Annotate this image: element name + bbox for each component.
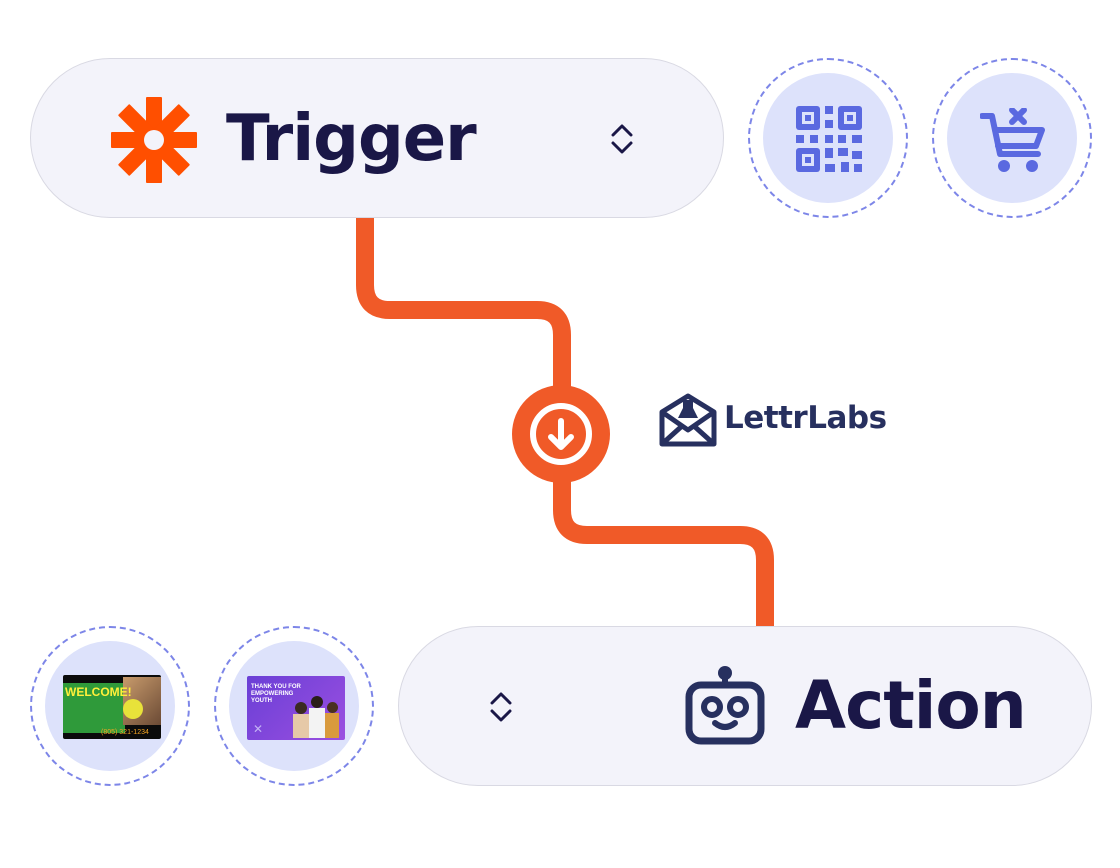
action-label: Action xyxy=(795,669,1026,743)
postcard-badge xyxy=(123,699,143,719)
brand-name: LettrLabs xyxy=(724,400,887,436)
postcard-x-mark: ✕ xyxy=(253,722,263,736)
qr-code-icon xyxy=(796,106,862,172)
trigger-selector[interactable]: Trigger xyxy=(30,58,724,218)
chevron-up-down-icon[interactable] xyxy=(487,687,515,727)
cart-remove-option[interactable] xyxy=(932,58,1092,218)
welcome-postcard-option[interactable]: WELCOME! (805) 321-1234 xyxy=(30,626,190,786)
thank-you-postcard-thumbnail: THANK YOU FOR EMPOWERING YOUTH ✕ xyxy=(247,676,345,740)
qr-code-option[interactable] xyxy=(748,58,908,218)
asterisk-icon xyxy=(111,97,197,183)
robot-icon xyxy=(685,665,765,745)
postcard-people xyxy=(291,694,341,738)
cart-remove-icon xyxy=(980,108,1050,174)
welcome-postcard-thumbnail: WELCOME! (805) 321-1234 xyxy=(63,675,161,739)
thank-you-postcard-option[interactable]: THANK YOU FOR EMPOWERING YOUTH ✕ xyxy=(214,626,374,786)
envelope-flask-icon xyxy=(658,390,718,450)
postcard-phone: (805) 321-1234 xyxy=(101,729,149,736)
action-selector[interactable]: Action xyxy=(398,626,1092,786)
chevron-up-down-icon[interactable] xyxy=(608,119,636,159)
lettrlabs-logo: LettrLabs xyxy=(658,390,898,450)
trigger-label: Trigger xyxy=(226,103,476,175)
postcard-headline: WELCOME! xyxy=(65,685,132,699)
